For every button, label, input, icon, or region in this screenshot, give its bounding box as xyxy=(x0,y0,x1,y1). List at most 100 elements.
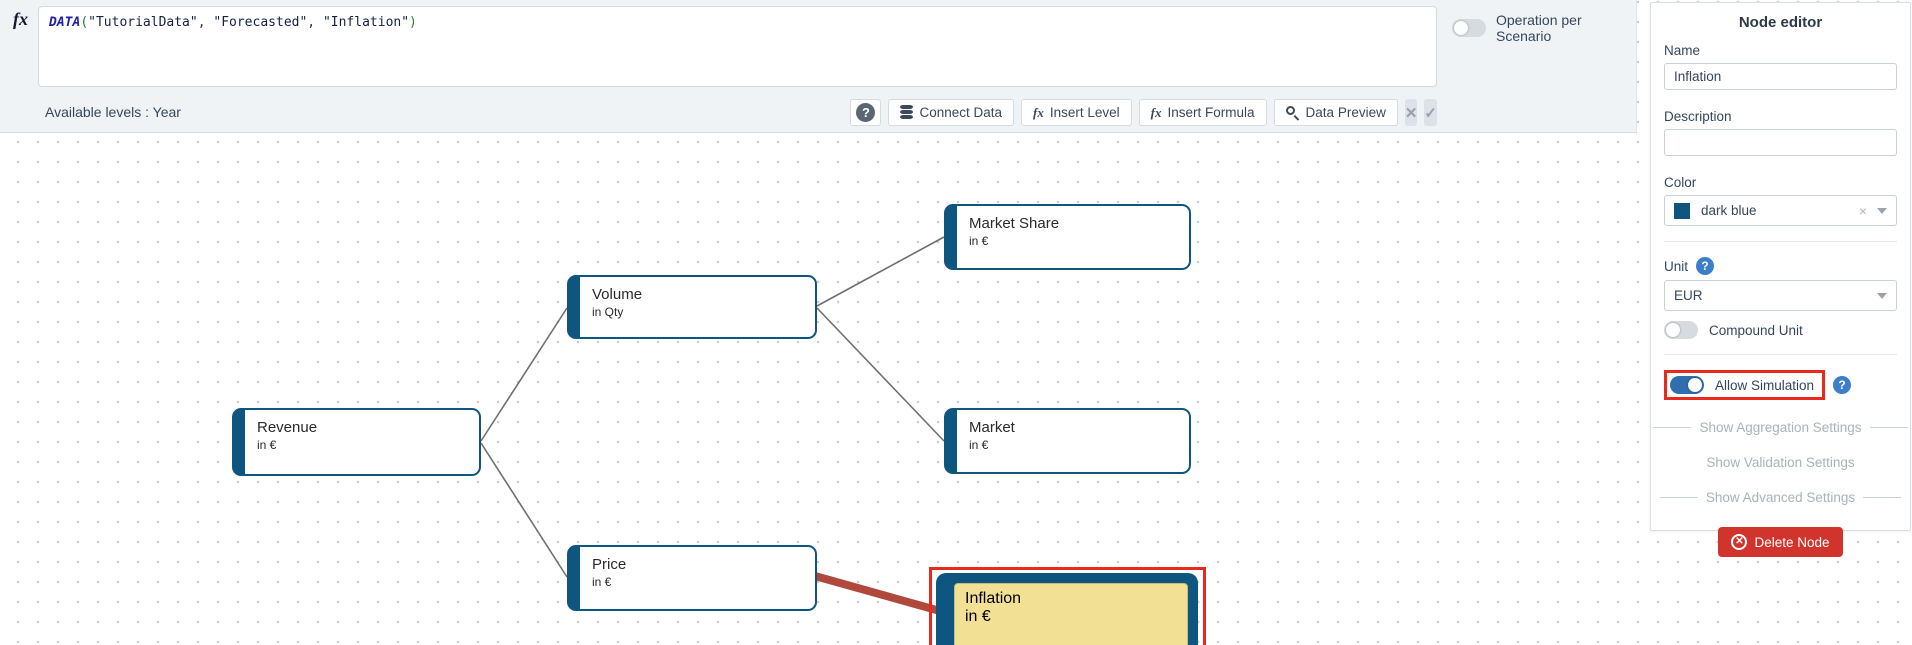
node-unit: in € xyxy=(592,574,612,589)
clear-color-icon[interactable]: × xyxy=(1858,202,1867,219)
node-title: Revenue xyxy=(257,419,318,436)
description-field: Description xyxy=(1664,109,1897,156)
dash-line xyxy=(1653,427,1692,428)
description-input[interactable] xyxy=(1664,129,1897,156)
panel-title: Node editor xyxy=(1738,14,1823,31)
allow-simulation-highlight: Allow Simulation xyxy=(1664,370,1826,400)
node-unit: in Qty xyxy=(592,304,624,319)
node-inflation-selected[interactable]: Inflation in € xyxy=(936,573,1198,645)
toggle-knob xyxy=(1666,323,1680,337)
show-aggregation-settings-link[interactable]: Show Aggregation Settings xyxy=(1653,420,1908,435)
dash-line xyxy=(1659,497,1698,498)
close-icon: ✕ xyxy=(1404,104,1418,122)
data-preview-label: Data Preview xyxy=(1305,105,1386,120)
color-select[interactable]: dark blue × xyxy=(1664,195,1897,226)
name-label: Name xyxy=(1664,43,1701,58)
node-volume[interactable]: Volume in Qty xyxy=(567,275,817,339)
formula-arg-1: "TutorialData" xyxy=(88,15,198,30)
search-icon xyxy=(1285,105,1300,121)
fx-icon: fx xyxy=(1033,104,1044,120)
node-title: Volume xyxy=(592,286,643,303)
edge-volume-market xyxy=(816,307,945,442)
node-unit: in € xyxy=(257,437,277,452)
node-price[interactable]: Price in € xyxy=(567,545,817,611)
node-market-share[interactable]: Market Share in € xyxy=(944,204,1191,270)
toggle-knob xyxy=(1454,21,1468,35)
divider xyxy=(1664,354,1897,355)
formula-bar: fx DATA("TutorialData", "Forecasted", "I… xyxy=(0,0,1637,133)
operation-per-scenario-label: Operation per Scenario xyxy=(1496,12,1582,44)
edge-revenue-volume xyxy=(480,307,568,442)
edge-revenue-price xyxy=(480,442,568,578)
unit-label-row: Unit ? xyxy=(1664,257,1897,275)
show-validation-label: Show Validation Settings xyxy=(1706,455,1855,470)
formula-toolbar: ? Connect Data fx Insert Level fx Insert… xyxy=(850,99,1437,126)
allow-simulation-row: Allow Simulation ? xyxy=(1664,370,1897,400)
color-swatch-dark-blue xyxy=(1674,202,1690,219)
formula-arg-3: "Inflation" xyxy=(322,15,410,30)
fx-icon: fx xyxy=(13,9,28,29)
node-revenue[interactable]: Revenue in € xyxy=(232,408,481,476)
name-field: Name xyxy=(1664,43,1897,90)
check-icon: ✓ xyxy=(1424,104,1437,122)
node-unit: in € xyxy=(969,233,989,248)
delete-node-button[interactable]: ✕ Delete Node xyxy=(1718,527,1843,557)
show-aggregation-label: Show Aggregation Settings xyxy=(1699,420,1862,435)
unit-field: Unit ? EUR xyxy=(1664,257,1897,311)
node-title: Market xyxy=(969,419,1015,436)
help-icon: ? xyxy=(856,103,876,122)
connect-data-label: Connect Data xyxy=(919,105,1003,120)
description-label: Description xyxy=(1664,109,1732,124)
cancel-formula-button[interactable]: ✕ xyxy=(1404,99,1418,126)
formula-separator: , xyxy=(307,15,323,30)
compound-unit-toggle[interactable] xyxy=(1664,321,1698,339)
insert-formula-button[interactable]: fx Insert Formula xyxy=(1138,99,1267,126)
compound-unit-label: Compound Unit xyxy=(1709,322,1803,338)
node-title: Market Share xyxy=(969,215,1060,232)
unit-select[interactable]: EUR xyxy=(1664,280,1897,311)
name-input[interactable] xyxy=(1664,63,1897,90)
inflation-annotation-box xyxy=(929,567,1206,645)
formula-arg-2: "Forecasted" xyxy=(213,15,308,30)
allow-simulation-label: Allow Simulation xyxy=(1715,377,1815,393)
edge-volume-market-share xyxy=(816,236,945,307)
formula-function: DATA xyxy=(49,15,81,30)
toggle-knob xyxy=(1688,378,1702,392)
confirm-formula-button[interactable]: ✓ xyxy=(1424,99,1437,126)
show-advanced-settings-link[interactable]: Show Advanced Settings xyxy=(1659,490,1902,505)
node-unit: in € xyxy=(969,437,989,452)
unit-value: EUR xyxy=(1674,288,1703,303)
node-unit: in € xyxy=(965,608,991,625)
allow-simulation-toggle[interactable] xyxy=(1670,376,1704,394)
unit-help-icon[interactable]: ? xyxy=(1696,257,1715,275)
connect-data-button[interactable]: Connect Data xyxy=(888,99,1015,126)
formula-editor[interactable]: DATA("TutorialData", "Forecasted", "Infl… xyxy=(38,6,1437,87)
node-editor-panel: Node editor Name Description Color dark … xyxy=(1650,2,1911,557)
delete-node-label: Delete Node xyxy=(1754,534,1830,550)
formula-paren-open: ( xyxy=(80,15,89,30)
allow-simulation-help-icon[interactable]: ? xyxy=(1833,376,1852,394)
divider xyxy=(1664,241,1897,242)
color-field: Color dark blue × xyxy=(1664,175,1897,226)
color-value: dark blue xyxy=(1701,203,1757,218)
dash-line xyxy=(1863,497,1902,498)
show-advanced-label: Show Advanced Settings xyxy=(1705,490,1856,505)
formula-separator: , xyxy=(197,15,214,30)
chevron-down-icon xyxy=(1877,292,1887,299)
operation-per-scenario-toggle[interactable] xyxy=(1452,19,1486,37)
color-label: Color xyxy=(1664,175,1697,190)
chevron-down-icon xyxy=(1877,207,1887,214)
insert-level-button[interactable]: fx Insert Level xyxy=(1021,99,1132,126)
node-market[interactable]: Market in € xyxy=(944,408,1191,474)
compound-unit-row: Compound Unit xyxy=(1664,321,1897,339)
insert-formula-label: Insert Formula xyxy=(1167,105,1255,120)
show-validation-settings-link[interactable]: Show Validation Settings xyxy=(1664,455,1897,470)
insert-level-label: Insert Level xyxy=(1049,105,1120,120)
delete-icon: ✕ xyxy=(1731,534,1748,550)
node-inflation-body: Inflation in € xyxy=(954,583,1188,645)
edge-price-inflation-highlighted xyxy=(813,572,942,615)
data-preview-button[interactable]: Data Preview xyxy=(1273,99,1398,126)
formula-help-button[interactable]: ? xyxy=(850,99,882,126)
